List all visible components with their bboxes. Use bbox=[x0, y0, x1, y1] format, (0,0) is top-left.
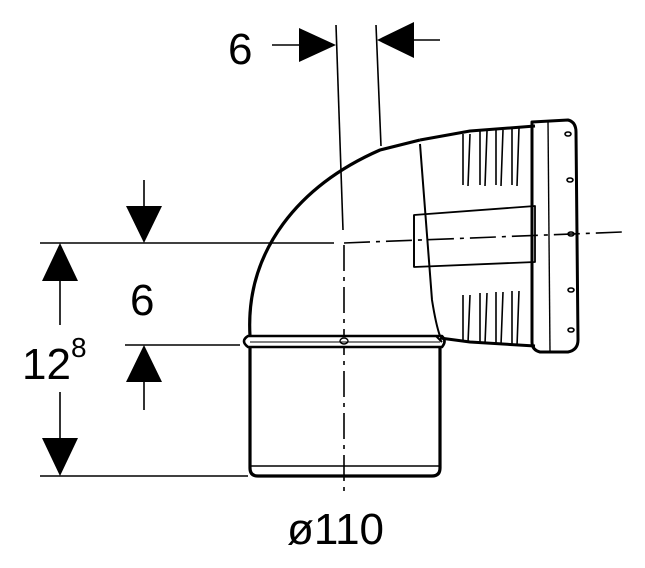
gap-dim-arrow-right bbox=[299, 28, 336, 62]
extension-line-gap-left bbox=[335, 24, 344, 231]
offset-dimension-label: 6 bbox=[130, 276, 154, 325]
socket-body bbox=[248, 348, 442, 478]
gap-dim-arrow-left bbox=[377, 22, 414, 58]
centerline-marker bbox=[339, 337, 349, 345]
height-dim-arrow-up bbox=[42, 243, 78, 281]
bend-inner-line bbox=[435, 335, 443, 343]
height-dimension-value: 12 bbox=[22, 340, 71, 389]
outlet-ribs-lower bbox=[462, 290, 520, 347]
offset-dim-arrow-up bbox=[126, 345, 162, 382]
horizontal-centerline bbox=[343, 231, 623, 244]
bend-lower-body bbox=[419, 143, 441, 337]
height-dimension-label: 128 bbox=[22, 332, 87, 389]
outlet-flange-notches bbox=[564, 131, 575, 333]
height-dim-arrow-down bbox=[42, 438, 78, 476]
outlet-upper-contour bbox=[419, 124, 536, 142]
outlet-ribs-upper bbox=[462, 127, 520, 187]
diameter-dimension-label: ø110 bbox=[287, 505, 384, 554]
outlet-flange-inner bbox=[547, 120, 551, 353]
offset-dim-arrow-down bbox=[126, 206, 162, 243]
extension-line-gap-right bbox=[375, 24, 382, 147]
gap-dimension-label: 6 bbox=[228, 25, 252, 74]
outlet-lower-contour bbox=[439, 336, 536, 348]
height-dimension-superscript: 8 bbox=[71, 332, 87, 363]
bend-outer-curve bbox=[248, 138, 421, 337]
pipe-bend bbox=[242, 118, 580, 478]
outlet-end-flange bbox=[530, 118, 580, 354]
